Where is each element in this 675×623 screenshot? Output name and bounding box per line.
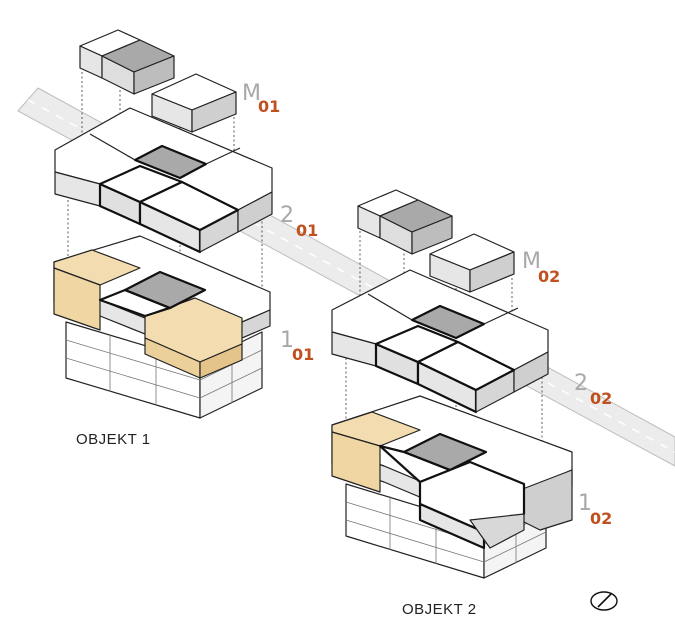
level-digits: 01 bbox=[292, 345, 314, 364]
level-letter: M bbox=[242, 81, 261, 106]
level-digits: 02 bbox=[590, 389, 612, 408]
level-2-block-2 bbox=[331, 269, 549, 414]
level-label-m-2: M 02 bbox=[522, 249, 560, 286]
level-label-2-2: 2 02 bbox=[574, 371, 612, 408]
level-letter: 1 bbox=[280, 328, 294, 353]
level-digits: 01 bbox=[258, 97, 280, 116]
level-digits: 01 bbox=[296, 221, 318, 240]
level-letter: 2 bbox=[280, 203, 294, 228]
compass-icon bbox=[590, 591, 618, 611]
level-m-block-2 bbox=[357, 189, 515, 293]
level-label-2-1: 2 01 bbox=[280, 203, 318, 240]
level-m-block-1 bbox=[79, 29, 237, 133]
level-label-1-2: 1 02 bbox=[578, 491, 612, 528]
object-1: M 01 2 01 1 01 OBJEKT 1 bbox=[53, 29, 318, 448]
level-letter: M bbox=[522, 249, 541, 274]
level-label-m-1: M 01 bbox=[242, 81, 280, 116]
level-2-block-1 bbox=[54, 107, 273, 254]
level-digits: 02 bbox=[590, 509, 612, 528]
level-digits: 02 bbox=[538, 267, 560, 286]
level-1-block-2 bbox=[331, 395, 573, 579]
object-caption: OBJEKT 1 bbox=[76, 431, 151, 448]
level-letter: 2 bbox=[574, 371, 588, 396]
level-letter: 1 bbox=[578, 491, 592, 516]
object-caption: OBJEKT 2 bbox=[402, 601, 477, 618]
level-label-1-1: 1 01 bbox=[280, 328, 314, 364]
level-1-block-1 bbox=[53, 235, 271, 419]
object-2: M 02 2 02 1 02 OBJEKT 2 bbox=[331, 189, 612, 618]
